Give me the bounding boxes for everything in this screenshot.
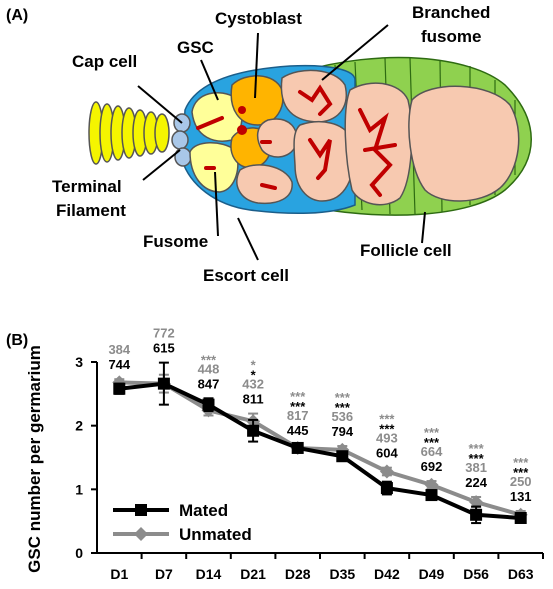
label-follicle-cell: Follicle cell	[360, 241, 452, 260]
n-label-mated: 445	[287, 423, 309, 438]
label-cap-cell: Cap cell	[72, 52, 137, 71]
n-label-mated: 131	[510, 489, 532, 504]
n-label-mated: 744	[108, 357, 130, 372]
n-label-mated: 615	[153, 341, 175, 356]
sig-label-mated: ***	[379, 422, 395, 437]
data-point	[379, 464, 394, 479]
n-label-mated: 794	[331, 424, 353, 439]
label-cystoblast: Cystoblast	[215, 9, 302, 28]
n-label-mated: 811	[243, 392, 264, 407]
sig-label-mated: ***	[513, 465, 529, 480]
x-tick-label: D7	[155, 566, 173, 582]
series-line	[119, 381, 521, 520]
sig-label-mated: *	[251, 368, 257, 383]
n-label-unmated: 664	[421, 444, 443, 459]
sig-label-unmated: ***	[201, 352, 217, 367]
cystoblast-upper	[230, 75, 284, 126]
sig-label-unmated: ***	[335, 390, 351, 405]
panel-b-label: (B)	[6, 332, 28, 349]
sig-label-unmated: ***	[469, 441, 485, 456]
y-tick-label: 0	[75, 545, 83, 561]
sig-label-unmated: ***	[290, 389, 306, 404]
n-label-unmated: 817	[287, 408, 309, 423]
n-label-unmated: 384	[108, 342, 130, 357]
n-label-unmated: 772	[153, 326, 175, 341]
legend-marker	[135, 504, 147, 516]
sig-label-unmated: *	[251, 358, 257, 373]
label-escort-cell: Escort cell	[203, 266, 289, 285]
sig-label-mated: ***	[290, 399, 306, 414]
pointer-lines	[137, 24, 426, 261]
data-point	[157, 377, 170, 390]
sig-label-mated: ***	[469, 451, 485, 466]
panel-a-label: (A)	[6, 7, 28, 24]
series-line	[119, 380, 522, 517]
terminal-filament	[88, 101, 170, 165]
label-gsc: GSC	[177, 38, 214, 57]
label-fusome: Fusome	[143, 232, 208, 251]
legend-label: Mated	[179, 501, 228, 520]
data-point	[424, 477, 439, 492]
sig-label-unmated: ***	[513, 455, 529, 470]
n-label-unmated: 381	[465, 460, 487, 475]
y-axis-title: GSC number per germarium	[25, 345, 44, 573]
sig-label-mated: ***	[424, 435, 440, 450]
n-label-unmated: 448	[198, 361, 220, 376]
n-label-mated: 847	[198, 376, 220, 391]
gsc-line-chart: (B) GSC number per germarium 0 1 2 3D1 D7 D14…	[6, 326, 544, 582]
sig-label-unmated: ***	[424, 425, 440, 440]
sig-label-unmated: ***	[379, 412, 395, 427]
n-label-mated: 604	[376, 446, 398, 461]
chart-axes: 0 1 2 3D1 D7 D14 D21 D28 D35 D42 D49 D56 D63	[75, 354, 544, 582]
sig-label-mated: ***	[335, 400, 351, 415]
label-filament: Filament	[56, 201, 126, 220]
n-label-unmated: 493	[376, 431, 398, 446]
series-mated	[113, 361, 527, 525]
x-tick-label: D42	[374, 566, 400, 582]
fusomes	[196, 84, 397, 197]
data-point	[470, 508, 483, 521]
label-branched: Branched	[412, 3, 490, 22]
x-tick-label: D63	[508, 566, 534, 582]
label-fusome-top: fusome	[421, 27, 481, 46]
data-point	[202, 398, 215, 411]
data-point	[291, 441, 304, 454]
x-tick-label: D21	[240, 566, 266, 582]
n-label-mated: 224	[465, 475, 487, 490]
n-label-unmated: 250	[510, 474, 532, 489]
x-tick-label: D56	[463, 566, 489, 582]
data-point	[380, 482, 393, 495]
chart-series	[112, 361, 528, 525]
data-point	[113, 382, 126, 395]
x-tick-label: D49	[419, 566, 445, 582]
data-point	[336, 450, 349, 463]
germarium-diagram: (A)	[6, 3, 532, 285]
x-tick-label: D14	[196, 566, 222, 582]
legend-marker	[134, 527, 148, 541]
x-tick-label: D28	[285, 566, 311, 582]
x-tick-label: D35	[329, 566, 355, 582]
data-point	[425, 489, 438, 502]
label-terminal: Terminal	[52, 177, 122, 196]
n-label-mated: 692	[421, 459, 443, 474]
y-tick-label: 1	[75, 481, 83, 497]
series-unmated	[112, 373, 528, 522]
data-point	[247, 424, 260, 437]
n-label-unmated: 432	[242, 377, 264, 392]
y-tick-label: 3	[75, 354, 83, 370]
x-tick-label: D1	[110, 566, 128, 582]
legend-label: Unmated	[179, 525, 252, 544]
data-point	[514, 511, 527, 524]
n-label-unmated: 536	[331, 409, 353, 424]
cap-cells	[171, 113, 192, 167]
y-tick-label: 2	[75, 418, 83, 434]
